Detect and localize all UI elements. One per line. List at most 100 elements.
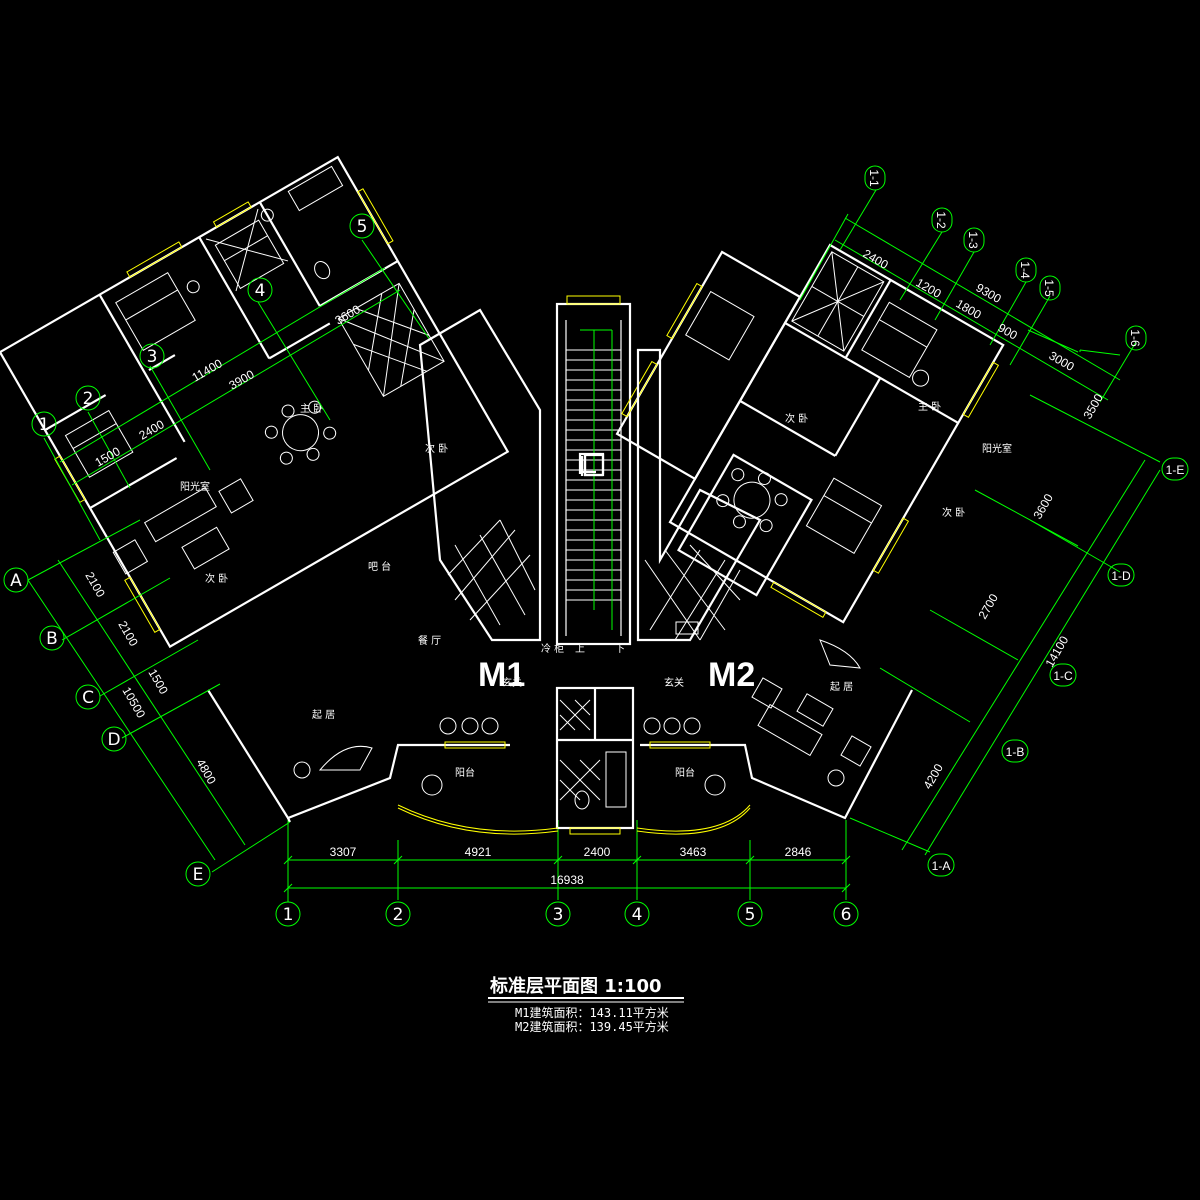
dim-left-top-3: 3900 <box>227 367 257 393</box>
axis-right-top-1-3: 1-3 <box>966 231 980 249</box>
bathtub <box>605 751 627 808</box>
area-m2: M2建筑面积：139.45平方米 <box>515 1019 669 1034</box>
central-core: 冷 柜 上 下 <box>541 295 635 835</box>
axis-right-top-1-1: 1-1 <box>867 169 881 187</box>
label-sunroom-left: 阳光室 <box>180 480 210 493</box>
dim-right-top-2: 1200 <box>914 275 944 301</box>
axis-left-side-a: A <box>10 571 22 591</box>
axis-left-top-1: 1 <box>39 415 50 435</box>
bottom-axis-bubbles: 1 2 3 4 5 6 <box>275 900 859 927</box>
title-block: 标准层平面图 1:100 M1建筑面积：143.11平方米 M2建筑面积：139… <box>488 975 684 1034</box>
unit-label-m1: M1 <box>478 656 525 694</box>
axis-right-top-1-2: 1-2 <box>934 211 948 229</box>
bed-master-left <box>115 271 196 351</box>
axis-left-side-b: B <box>46 629 58 649</box>
bed-second-right-1 <box>805 477 883 555</box>
bottom-dimension-chain: 3307 4921 2400 3463 2846 16938 <box>283 820 851 900</box>
dim-left-top-total: 11400 <box>190 356 225 385</box>
coffee-table-right <box>796 693 834 727</box>
dim-left-top-4: 3600 <box>333 302 363 328</box>
dim-bottom-4: 3463 <box>680 845 707 859</box>
axis-left-top-3: 3 <box>147 347 158 367</box>
axis-bottom-5: 5 <box>745 905 756 925</box>
axis-right-side-1-c: 1-C <box>1053 669 1073 683</box>
axis-right-side-1-b: 1-B <box>1006 745 1025 759</box>
axis-left-side-c: C <box>82 688 94 708</box>
label-balcony-right: 阳台 <box>675 766 695 779</box>
axis-left-top-4: 4 <box>255 281 266 301</box>
bed-second-left-1 <box>214 219 285 290</box>
axis-left-side-e: E <box>193 865 204 885</box>
drawing-title: 标准层平面图 1:100 <box>489 975 662 997</box>
label-foyer-right: 玄关 <box>664 676 684 689</box>
label-master-bed-right: 主 卧 <box>918 400 941 413</box>
dining-table-right <box>733 481 771 519</box>
left-kitchen-area <box>418 308 542 642</box>
label-second-bed-right-1: 次 卧 <box>785 412 808 425</box>
left-side-dim-chain: 2100 2100 1500 4800 10500 A B C D E <box>3 519 291 887</box>
dim-bottom-1: 3307 <box>330 845 357 859</box>
dim-left-side-3: 1500 <box>145 667 171 697</box>
dim-left-top-1: 1500 <box>93 444 123 470</box>
bed-second-right-2 <box>685 290 755 361</box>
dim-right-top-4: 900 <box>996 320 1021 342</box>
label-second-bed-right-2: 次 卧 <box>942 506 965 519</box>
right-side-dim-chain: 3500 3600 2700 4200 14100 1-E 1-D 1-C 1-… <box>849 329 1189 877</box>
sofa-left <box>143 486 217 543</box>
label-living-right: 起 居 <box>830 681 853 693</box>
north-entry-mark <box>578 452 605 474</box>
dim-right-side-2: 3600 <box>1030 491 1056 521</box>
axis-bottom-3: 3 <box>553 905 564 925</box>
bathtub-left <box>287 165 344 212</box>
dim-left-top-2: 2400 <box>137 417 167 443</box>
axis-left-top-5: 5 <box>357 217 368 237</box>
label-master-bed-left: 主 卧 <box>300 402 323 415</box>
axis-right-side-1-d: 1-D <box>1111 569 1131 583</box>
axis-bottom-1: 1 <box>283 905 294 925</box>
left-living-walls <box>207 689 559 835</box>
dim-right-side-1: 3500 <box>1080 391 1106 421</box>
dim-left-side-1: 2100 <box>82 570 108 600</box>
dim-bottom-total: 16938 <box>550 873 584 887</box>
right-kitchen-area <box>636 348 813 642</box>
label-balcony-left: 阳台 <box>455 766 475 779</box>
bed-master-right <box>861 301 938 379</box>
label-living-left: 起 居 <box>312 709 335 721</box>
label-bar-left: 吧 台 <box>368 560 391 573</box>
axis-bottom-2: 2 <box>393 905 404 925</box>
unit-label-m2: M2 <box>708 656 755 694</box>
dim-bottom-2: 4921 <box>465 845 492 859</box>
label-stair-down: 下 <box>615 644 625 655</box>
label-shaft: 冷 柜 <box>541 642 564 655</box>
right-wing <box>615 243 1005 624</box>
axis-right-top-1-6: 1-6 <box>1128 329 1142 347</box>
left-wing <box>0 155 510 649</box>
axis-left-top-2: 2 <box>83 389 94 409</box>
axis-right-top-1-4: 1-4 <box>1018 261 1032 279</box>
right-top-dim-chain: 2400 1200 1800 900 3000 9300 1-1 1-2 1-3… <box>799 165 1147 403</box>
label-dining-left: 餐 厅 <box>418 634 441 647</box>
toilet <box>574 790 590 810</box>
axis-right-top-1-5: 1-5 <box>1042 279 1056 297</box>
dim-bottom-5: 2846 <box>785 845 812 859</box>
axis-right-side-1-a: 1-A <box>932 859 951 873</box>
bed-second-left-2 <box>64 409 134 478</box>
axis-right-side-1-e: 1-E <box>1166 463 1185 477</box>
axis-bottom-4: 4 <box>632 905 643 925</box>
axis-bottom-6: 6 <box>841 905 852 925</box>
label-sunroom-right: 阳光室 <box>982 442 1012 455</box>
armchair-left <box>112 539 149 575</box>
dim-right-side-3: 2700 <box>975 591 1001 621</box>
label-foyer-left: 玄关 <box>502 676 522 689</box>
dim-left-side-2: 2100 <box>115 619 141 649</box>
axis-left-side-d: D <box>107 730 120 750</box>
coffee-table-left <box>181 526 230 570</box>
label-second-bed-left-2: 次 卧 <box>205 572 228 585</box>
dim-bottom-3: 2400 <box>584 845 611 859</box>
right-living-walls <box>636 639 913 835</box>
dining-table-left <box>282 414 320 452</box>
dim-right-top-1: 2400 <box>861 246 891 272</box>
dim-left-side-total: 10500 <box>119 685 148 721</box>
left-top-dim-chain: 1500 2400 3900 3600 11400 1 2 3 4 5 <box>31 213 431 541</box>
